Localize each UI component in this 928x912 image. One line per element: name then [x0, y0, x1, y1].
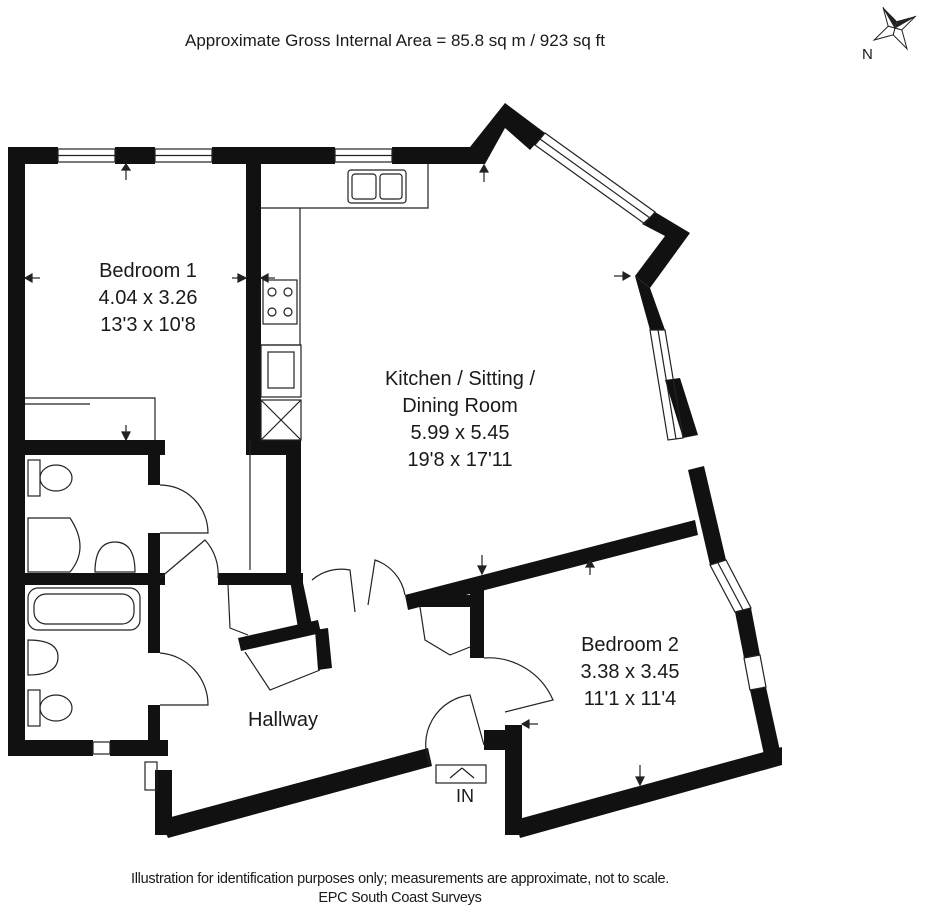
wall-left — [8, 147, 25, 747]
door-hall-1 — [159, 539, 219, 579]
room-name: Bedroom 1 — [99, 260, 197, 282]
basin-2 — [27, 639, 59, 676]
wall-ensuite-top — [25, 440, 165, 455]
room-metric: 3.38 x 3.45 — [580, 661, 680, 683]
room-name: Bedroom 2 — [581, 634, 679, 656]
windows — [57, 132, 767, 791]
room-imperial: 13'3 x 10'8 — [100, 314, 196, 336]
wardrobe — [25, 397, 156, 440]
door-kitchen-a — [311, 568, 356, 613]
wall-top-1 — [8, 147, 58, 164]
wall-bed1-right — [246, 164, 261, 440]
wall-bath-right — [148, 578, 160, 653]
toilet-2 — [27, 689, 41, 727]
hob — [262, 279, 298, 325]
room-imperial: 19'8 x 17'11 — [407, 449, 513, 471]
walls — [8, 103, 782, 838]
wall-bed2-bottom — [515, 747, 782, 838]
wall-kitchen-left-low — [286, 440, 301, 580]
wall-bed2-top — [405, 520, 698, 610]
room-metric: 5.99 x 5.45 — [410, 422, 510, 444]
room-name-line2: Dining Room — [402, 395, 518, 417]
cupboard-door-1 — [227, 584, 249, 636]
wall-right-1 — [635, 276, 665, 330]
gross-area-title: Approximate Gross Internal Area = 85.8 s… — [184, 31, 606, 50]
wall-bay-right — [635, 212, 690, 288]
wall-bath-bottom-2 — [110, 740, 150, 756]
wall-cupboard-right-2 — [315, 628, 332, 670]
wall-cupboard-mid — [238, 620, 321, 651]
dimension-arrows — [23, 162, 645, 787]
room-bedroom-1: Bedroom 1 4.04 x 3.26 13'3 x 10'8 — [68, 258, 228, 339]
wall-right-4 — [735, 608, 760, 658]
kitchen-counter-top — [300, 164, 429, 209]
wall-hall-bottom — [160, 748, 432, 838]
wall-entrance-right — [484, 730, 522, 750]
compass-north-label: N — [862, 46, 873, 63]
wall-cupboard-right — [290, 578, 312, 628]
wall-bay-top — [470, 103, 545, 164]
door-ensuite — [159, 484, 209, 534]
wall-right-5 — [750, 687, 782, 764]
wall-closet-top — [246, 440, 301, 455]
wall-ensuite-bottom — [25, 573, 165, 585]
sink — [347, 169, 407, 204]
wall-cupboard-top — [218, 573, 303, 585]
door-bath — [159, 652, 209, 706]
room-metric: 4.04 x 3.26 — [98, 287, 198, 309]
toilet-1 — [27, 459, 41, 497]
wall-hall-left-low — [155, 770, 172, 835]
wall-top-4 — [392, 147, 482, 164]
cupboard-2 — [419, 606, 471, 656]
room-imperial: 11'1 x 11'4 — [583, 688, 677, 710]
wall-top-3 — [212, 147, 335, 164]
room-name: Hallway — [247, 709, 319, 731]
wall-bed2-left — [505, 725, 522, 835]
room-name-line1: Kitchen / Sitting / — [384, 368, 536, 390]
wall-right-2 — [665, 378, 698, 438]
appliance-box — [260, 344, 302, 398]
cupboard-door-2 — [244, 651, 321, 691]
wall-bath-bottom — [8, 740, 93, 756]
compass-icon — [872, 6, 917, 51]
door-bed2 — [483, 657, 554, 713]
doormat — [435, 764, 487, 784]
door-kitchen-b — [367, 559, 406, 606]
wall-ensuite-door-top — [148, 440, 160, 485]
wall-right-3 — [688, 466, 726, 565]
wall-bath-right-low — [148, 705, 160, 750]
room-hallway: Hallway — [228, 707, 338, 734]
washer-box — [260, 399, 302, 441]
door-front — [425, 694, 485, 766]
wall-top-2 — [115, 147, 155, 164]
shower — [27, 517, 81, 573]
fixtures — [25, 164, 554, 784]
credit-text: EPC South Coast Surveys — [318, 890, 482, 906]
room-kitchen: Kitchen / Sitting / Dining Room 5.99 x 5… — [360, 366, 560, 474]
wall-ensuite-door-low — [148, 533, 160, 578]
bath — [27, 587, 141, 631]
disclaimer-text: Illustration for identification purposes… — [131, 871, 669, 887]
wall-bed2-leftwall — [470, 590, 484, 658]
basin-1 — [94, 541, 136, 573]
room-bedroom-2: Bedroom 2 3.38 x 3.45 11'1 x 11'4 — [550, 632, 710, 713]
entrance-label: IN — [456, 786, 474, 806]
wall-cupboard-2-top — [412, 595, 472, 607]
